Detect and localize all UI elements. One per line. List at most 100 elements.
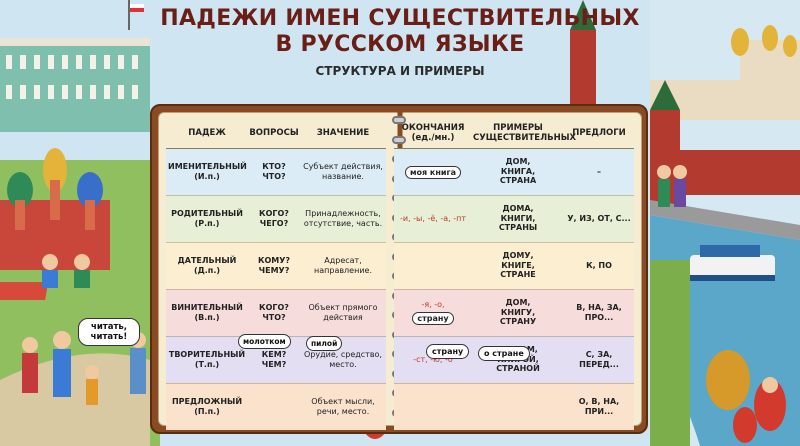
title-line-2: В РУССКОМ ЯЗЫКЕ [275, 32, 525, 57]
example-1: ДОМ, [505, 298, 531, 308]
case-name: РОДИТЕЛЬНЫЙ [171, 209, 243, 218]
prepositions-cell: У, ИЗ, ОТ, С... [564, 194, 634, 242]
girl-speech-bubble: страну [426, 344, 470, 359]
questions-cell: КОГО?ЧТО? [248, 288, 300, 336]
example-1: ДОМ, [505, 157, 531, 167]
header-questions: ВОПРОСЫ [248, 118, 300, 149]
family-speech-bubble: читать, читать! [78, 318, 140, 346]
question-1: КОГО? [259, 303, 289, 312]
binding-gap [386, 242, 394, 289]
question-1: КОМУ? [257, 256, 291, 265]
case-cell: ДАТЕЛЬНЫЙ(Д.п.) [166, 241, 248, 289]
question-1: КОГО? [259, 209, 289, 218]
meaning-text: Объект прямого действия [308, 303, 378, 322]
meaning-cell: Объект мысли, речи, место. [300, 382, 386, 430]
prepositions-cell: О, В, НА, ПРИ... [564, 382, 634, 430]
meaning-text: Субъект действия, название. [303, 162, 383, 181]
title-line-1: ПАДЕЖИ ИМЕН СУЩЕСТВИТЕЛЬНЫХ [160, 6, 640, 31]
case-abbreviation: (П.п.) [194, 406, 220, 416]
case-cell: ПРЕДЛОЖНЫЙ(П.п.) [166, 382, 248, 430]
example-3: СТРАНЫ [498, 223, 538, 233]
binding-gap [386, 118, 394, 148]
traveler-speech-bubble: о стране [478, 346, 530, 361]
meaning-cell: Субъект действия, название. [300, 147, 386, 195]
questions-cell [248, 382, 300, 430]
header-meaning: ЗНАЧЕНИЕ [300, 118, 386, 149]
endings-cell: -ст, -ю, -о [394, 335, 472, 383]
subtitle: СТРУКТУРА И ПРИМЕРЫ [315, 64, 485, 78]
ending-text: -и, -ы, -ё, -а, -пт [399, 213, 466, 223]
table-row: ИМЕНИТЕЛЬНЫЙ(И.п.)КТО?ЧТО?Субъект действ… [166, 147, 634, 195]
cases-table: ПАДЕЖ ВОПРОСЫ ЗНАЧЕНИЕ ОКОНЧАНИЯ (ед./мн… [166, 118, 634, 430]
binding-gap [386, 289, 394, 336]
table-header-row: ПАДЕЖ ВОПРОСЫ ЗНАЧЕНИЕ ОКОНЧАНИЯ (ед./мн… [166, 118, 634, 149]
header-examples: ПРИМЕРЫ СУЩЕСТВИТЕЛЬНЫХ [472, 118, 576, 149]
binding-gap [386, 148, 394, 195]
examples-cell: ДОМУ,КНИГЕ,СТРАНЕ [472, 241, 564, 289]
question-1: КЕМ? [261, 350, 287, 359]
examples-cell [472, 382, 564, 430]
question-2: ЧТО? [262, 312, 286, 322]
meaning-text: Адресат, направление. [314, 256, 372, 275]
binding-gap [386, 336, 394, 383]
endings-cell: -я, -о,страну [394, 288, 472, 336]
prepositions-text: У, ИЗ, ОТ, С... [567, 213, 631, 223]
table-row: ДАТЕЛЬНЫЙ(Д.п.)КОМУ?ЧЕМУ?Адресат, направ… [166, 241, 634, 289]
header-prepositions: ПРЕДЛОГИ [564, 118, 634, 149]
questions-cell: КТО?ЧТО? [248, 147, 300, 195]
case-name: ПРЕДЛОЖНЫЙ [171, 397, 243, 407]
meaning-text: Орудие, средство, место. [304, 350, 382, 369]
header-case: ПАДЕЖ [166, 118, 248, 149]
table-row: ВИНИТЕЛЬНЫЙ(В.п.)КОГО?ЧТО?Объект прямого… [166, 288, 634, 336]
example-2: КНИГУ, [500, 307, 536, 317]
table-row: ТВОРИТЕЛЬНЫЙ(Т.п.)КЕМ?ЧЕМ?Орудие, средст… [166, 335, 634, 383]
prepositions-cell: С, ЗА, ПЕРЕД... [564, 335, 634, 383]
question-2: ЧЕМУ? [258, 265, 290, 275]
example-1: ДОМУ, [502, 251, 534, 261]
prepositions-text: В, НА, ЗА, ПРО... [576, 303, 622, 322]
title-block: ПАДЕЖИ ИМЕН СУЩЕСТВИТЕЛЬНЫХ В РУССКОМ ЯЗ… [150, 6, 650, 78]
example-3: СТРАНОЙ [496, 364, 540, 374]
meaning-text: Объект мысли, речи, место. [311, 397, 375, 416]
notebook-chart: ПАДЕЖ ВОПРОСЫ ЗНАЧЕНИЕ ОКОНЧАНИЯ (ед./мн… [150, 104, 648, 434]
river-boat-illustration [690, 245, 775, 281]
case-cell: ВИНИТЕЛЬНЫЙ(В.п.) [166, 288, 248, 336]
question-2: ЧЕМ? [261, 359, 287, 369]
prepositions-cell: – [564, 147, 634, 195]
binding-gap [386, 195, 394, 242]
endings-cell: моя книга [394, 147, 472, 195]
example-3: СТРАНУ [499, 317, 537, 327]
meaning-cell: Адресат, направление. [300, 241, 386, 289]
example-3: СТРАНЕ [500, 270, 536, 280]
prepositions-text: С, ЗА, ПЕРЕД... [579, 350, 619, 369]
prepositions-text: О, В, НА, ПРИ... [578, 397, 620, 416]
example-1: ДОМА, [502, 204, 534, 214]
prepositions-cell: К, ПО [564, 241, 634, 289]
binding-gap [386, 383, 394, 430]
ending-text: -ст, -ю, -о [413, 354, 453, 364]
meaning-cell: Принадлежность, отсутствие, часть. [300, 194, 386, 242]
endings-cell [394, 382, 472, 430]
worker-hammer-bubble: молотком [238, 334, 291, 349]
examples-cell: ДОМА,КНИГИ,СТРАНЫ [472, 194, 564, 242]
question-1: КТО? [262, 162, 286, 171]
ending-text: -я, -о, [421, 300, 445, 309]
example-2: КНИГА, [500, 166, 536, 176]
prepositions-cell: В, НА, ЗА, ПРО... [564, 288, 634, 336]
table-row: ПРЕДЛОЖНЫЙ(П.п.) Объект мысли, речи, мест… [166, 382, 634, 430]
questions-cell: КОМУ?ЧЕМУ? [248, 241, 300, 289]
example-2: КНИГИ, [500, 213, 536, 223]
case-abbreviation: (Р.п.) [194, 218, 220, 228]
endings-cell [394, 241, 472, 289]
case-cell: РОДИТЕЛЬНЫЙ(Р.п.) [166, 194, 248, 242]
header-endings: ОКОНЧАНИЯ (ед./мн.) [394, 118, 472, 149]
meaning-cell: Объект прямого действия [300, 288, 386, 336]
case-name: ТВОРИТЕЛЬНЫЙ [168, 350, 246, 359]
example-2: КНИГЕ, [501, 260, 535, 270]
meaning-text: Принадлежность, отсутствие, часть. [303, 209, 383, 228]
case-abbreviation: (Д.п.) [193, 265, 221, 275]
question-2: ЧЕГО? [259, 218, 289, 228]
prepositions-text: К, ПО [586, 260, 612, 270]
examples-cell: ДОМ,КНИГА,СТРАНА [472, 147, 564, 195]
table-row: РОДИТЕЛЬНЫЙ(Р.п.) КОГО?ЧЕГО? Принадлежност… [166, 194, 634, 242]
